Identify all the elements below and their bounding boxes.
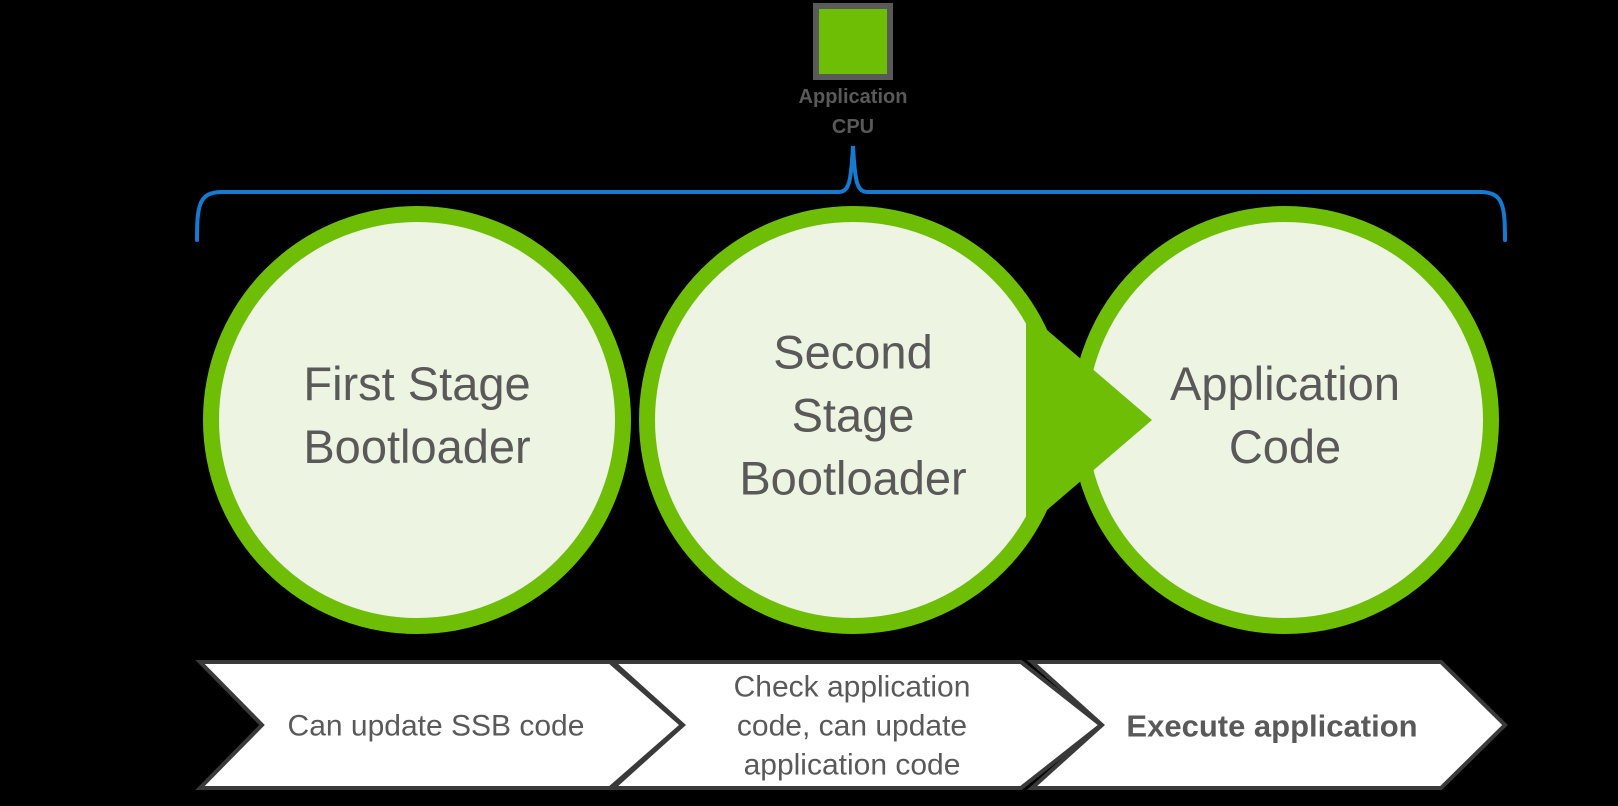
- application-code-label: Application Code: [1170, 357, 1400, 473]
- banner-2-label: Check application code, can update appli…: [733, 670, 971, 782]
- chevron-banner-3: [1026, 660, 1508, 790]
- chevron-banner-1: [195, 660, 686, 790]
- flow-arrow-icon: [1026, 312, 1152, 528]
- first-stage-bootloader-circle: [203, 206, 631, 634]
- brace-bracket: [195, 145, 1507, 242]
- first-stage-bootloader-label: First Stage Bootloader: [303, 357, 531, 473]
- application-cpu-label: Application CPU: [798, 86, 908, 138]
- banner-1-label: Can update SSB code: [287, 709, 585, 743]
- second-stage-bootloader-label: Second Stage Bootloader: [739, 325, 967, 505]
- application-cpu-square: [813, 3, 893, 80]
- banner-3-label: Execute application: [1126, 708, 1418, 744]
- chevron-banner-2: [607, 660, 1105, 790]
